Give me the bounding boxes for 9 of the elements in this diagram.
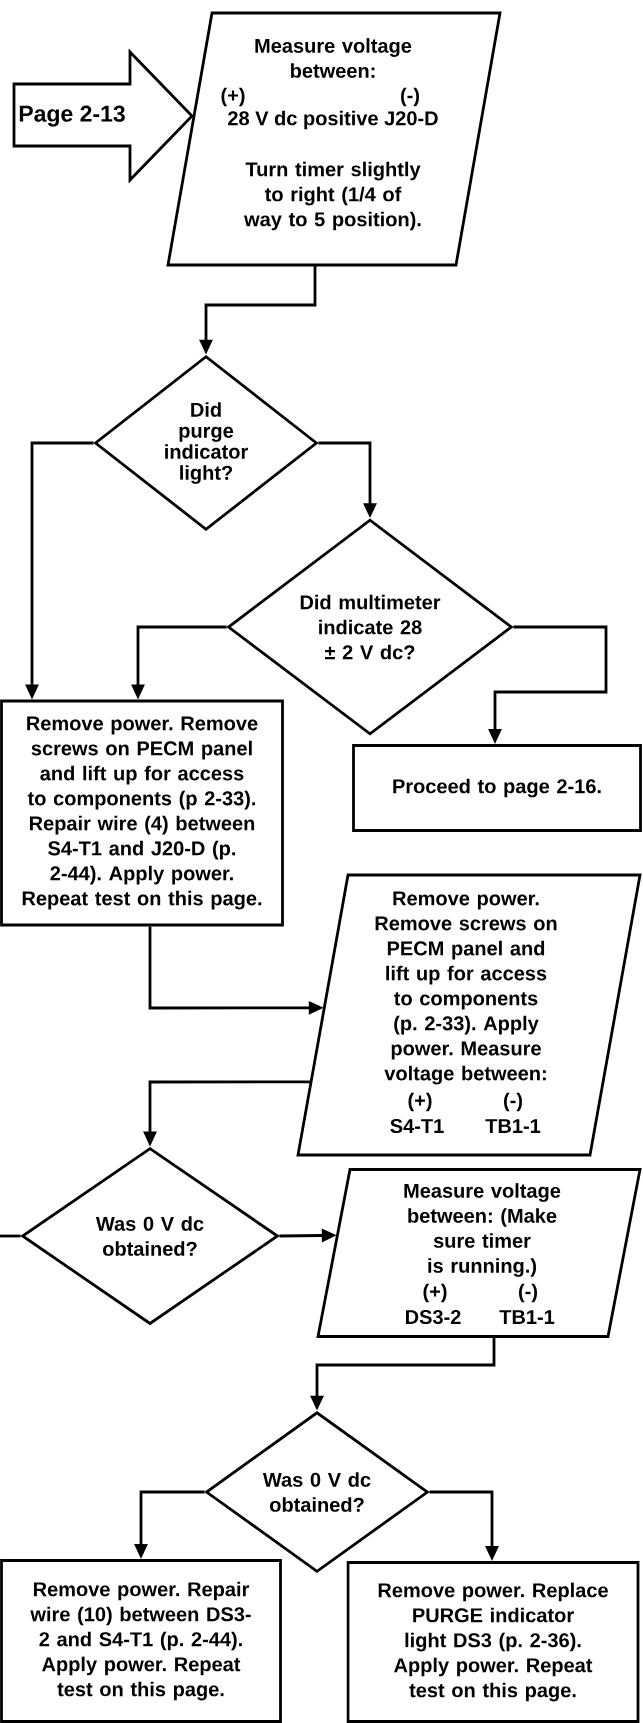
process-box: Remove power. Remove screws on PECM panel and lift up for access to components (p 2-33). Repair wire (4) between S4-T1 and J20-D (p. 2-44). Apply power. Repeat test on this page. [0, 699, 284, 927]
process-box: Remove power. Repair wire (10) between DS3-2 and S4-T1 (p. 2-44). Apply power. Repeat test on this page. [0, 1559, 282, 1723]
process-box: Proceed to page 2-16. [352, 744, 642, 832]
process-box: Remove power. Replace PURGE indicator light DS3 (p. 2-36). Apply power. Repeat test on this page. [346, 1561, 640, 1723]
io-box: Measure voltage between: (+) (-) 28 V dc positive J20-D Turn timer slightly to right (1/4 of way to 5 position). [166, 11, 502, 267]
off-page-connector: Page 2-13 [12, 48, 194, 184]
io-box: Measure voltage between: (Make sure timer is running.) (+) (-) DS3-2 TB1-1 [316, 1168, 642, 1338]
connector-line [0, 1234, 21, 1238]
io-box: Remove power. Remove screws on PECM panel and lift up for access to components (p. 2-33). Apply power. Measure voltage between: (+) (-) S4-T1 TB1-1 [296, 873, 642, 1157]
